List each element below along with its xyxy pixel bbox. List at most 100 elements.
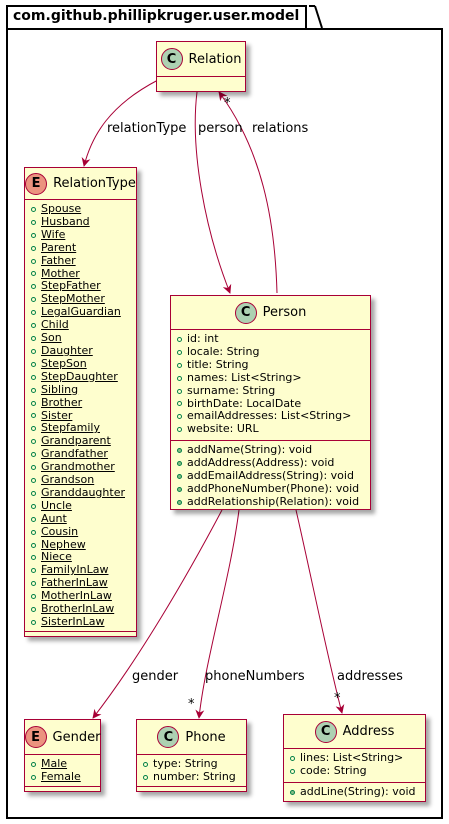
enum-value: FamilyInLaw [31, 563, 132, 577]
label-phonenumbers: phoneNumbers [205, 669, 305, 684]
enum-value: Parent [31, 241, 132, 255]
class-stereotype-icon: C [157, 726, 180, 748]
enum-value: StepSon [31, 357, 132, 371]
enum-relationtype[interactable]: E RelationType Spouse Husband Wife Paren… [24, 167, 137, 637]
label-addresses: addresses [337, 669, 403, 684]
enum-value: Cousin [31, 525, 132, 539]
enum-value: Grandparent [31, 434, 132, 448]
enum-value: BrotherInLaw [31, 602, 132, 616]
public-icon [31, 607, 41, 612]
enum-gender[interactable]: E Gender Male Female [24, 719, 101, 792]
edge-person-gender [92, 509, 223, 719]
public-icon [31, 297, 41, 302]
public-method-icon [177, 487, 187, 492]
class-field: website: URL [177, 422, 366, 436]
class-phone[interactable]: C Phone type: String number: String [136, 719, 247, 792]
enum-value: Female [31, 770, 96, 784]
public-icon [31, 555, 41, 560]
public-icon [177, 401, 187, 406]
class-field: id: int [177, 332, 366, 346]
enum-value: Sibling [31, 383, 132, 397]
enum-value: Aunt [31, 512, 132, 526]
class-field: number: String [143, 770, 242, 784]
public-icon [31, 233, 41, 238]
enum-name: RelationType [53, 176, 136, 191]
enum-value: Grandfather [31, 447, 132, 461]
enum-value: Son [31, 331, 132, 345]
enum-value: Uncle [31, 499, 132, 513]
class-method: addName(String): void [177, 443, 366, 457]
public-icon [143, 762, 153, 767]
enum-values: Spouse Husband Wife Parent Father Mother… [25, 199, 136, 633]
public-icon [177, 427, 187, 432]
public-icon [31, 284, 41, 289]
package-name: com.github.phillipkruger.user.model [13, 8, 300, 24]
public-icon [177, 363, 187, 368]
public-icon [177, 337, 187, 342]
edge-person-phone [195, 509, 240, 719]
label-person: person [198, 121, 243, 136]
class-fields: type: String number: String [137, 754, 246, 788]
enum-name: Gender [52, 729, 101, 745]
class-field: emailAddresses: List<String> [177, 410, 366, 423]
class-method: addLine(String): void [290, 785, 421, 799]
class-person[interactable]: C Person id: int locale: String title: S… [170, 295, 371, 510]
enum-value: FatherInLaw [31, 576, 132, 590]
public-icon [31, 259, 41, 264]
public-method-icon [177, 500, 187, 505]
class-field: locale: String [177, 345, 366, 359]
enum-value: StepFather [31, 280, 132, 293]
enum-header: E Gender [24, 720, 101, 754]
label-relationtype: relationType [107, 121, 187, 136]
public-icon [31, 581, 41, 586]
enum-value: Brother [31, 396, 132, 410]
class-stereotype-icon: C [160, 48, 183, 70]
enum-value: Stepfamily [31, 422, 132, 435]
public-icon [177, 350, 187, 355]
public-icon [290, 769, 300, 774]
edge-person-relations [218, 91, 278, 294]
class-field: title: String [177, 358, 366, 372]
public-icon [31, 323, 41, 328]
public-icon [31, 220, 41, 225]
enum-value: Sister [31, 409, 132, 423]
class-name: Address [342, 724, 395, 739]
public-icon [31, 388, 41, 393]
class-stereotype-icon: C [314, 720, 337, 743]
public-icon [31, 465, 41, 470]
enum-value: Child [31, 318, 132, 332]
public-icon [31, 504, 41, 509]
public-icon [31, 336, 41, 341]
enum-value: Grandson [31, 473, 132, 487]
public-icon [31, 543, 41, 548]
public-icon [31, 246, 41, 251]
class-name: Person [262, 305, 307, 320]
class-empty-section [157, 76, 245, 92]
class-stereotype-icon: C [234, 301, 257, 324]
enum-value: Father [31, 254, 132, 268]
public-method-icon [177, 461, 187, 466]
enum-value: Grandmother [31, 460, 132, 474]
public-icon [31, 762, 41, 767]
public-icon [31, 452, 41, 457]
enum-value: Niece [31, 551, 132, 564]
enum-value: Granddaughter [31, 486, 132, 500]
class-methods: addName(String): void addAddress(Address… [171, 440, 370, 513]
class-header: C Relation [157, 42, 245, 76]
class-address[interactable]: C Address lines: List<String> code: Stri… [283, 714, 426, 802]
edge-relation-relationtype [81, 79, 159, 167]
enum-value: StepDaughter [31, 370, 132, 384]
enum-value: Mother [31, 267, 132, 281]
class-field: surname: String [177, 384, 366, 398]
public-icon [31, 310, 41, 315]
public-icon [31, 375, 41, 380]
public-icon [31, 594, 41, 599]
enum-header: E RelationType [25, 168, 136, 199]
class-field: code: String [290, 764, 421, 778]
enum-value: Wife [31, 228, 132, 242]
public-method-icon [290, 790, 300, 795]
class-header: C Phone [137, 720, 246, 754]
class-relation[interactable]: C Relation [156, 41, 246, 92]
public-icon [31, 620, 41, 625]
